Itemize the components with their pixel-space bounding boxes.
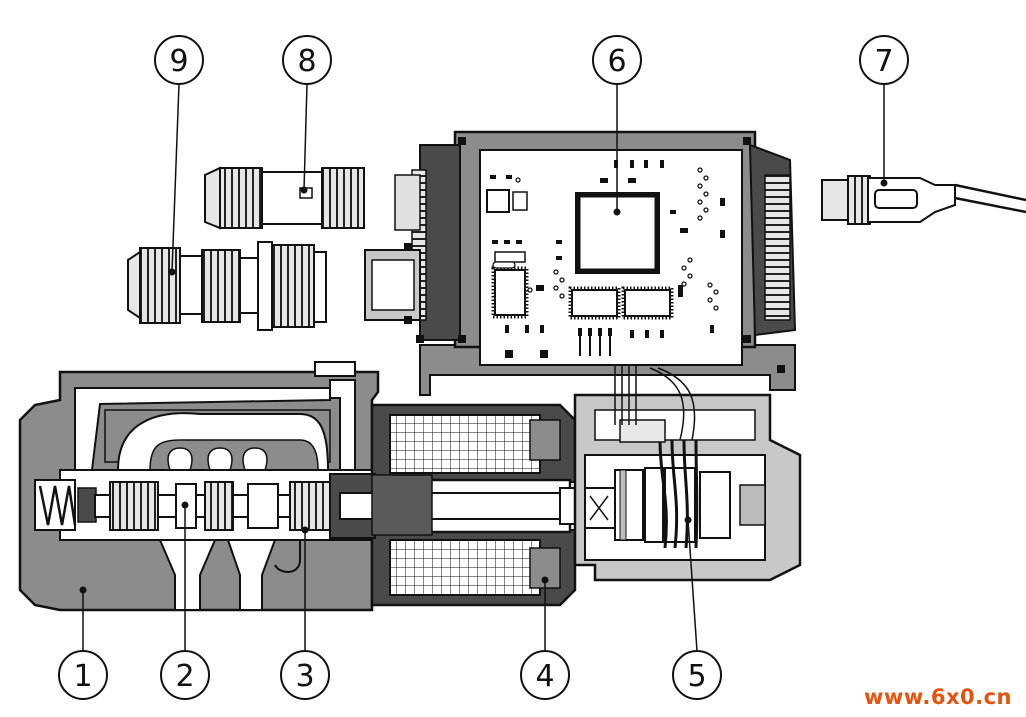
callout-8-label: 8 xyxy=(297,44,316,79)
callout-6: 6 xyxy=(592,35,642,85)
callout-1: 1 xyxy=(58,650,108,700)
callout-8: 8 xyxy=(282,35,332,85)
watermark: www.6x0.cn xyxy=(864,685,1012,709)
callout-3: 3 xyxy=(280,650,330,700)
callout-5: 5 xyxy=(672,650,722,700)
electronics-housing xyxy=(364,130,797,441)
callout-2-label: 2 xyxy=(175,659,194,694)
callout-1-label: 1 xyxy=(73,659,92,694)
callout-5-label: 5 xyxy=(687,659,706,694)
return-spring xyxy=(34,479,97,531)
callout-2: 2 xyxy=(160,650,210,700)
callout-lines xyxy=(82,83,885,652)
sensor-plug xyxy=(821,175,1026,225)
callout-3-label: 3 xyxy=(295,659,314,694)
cable-socket xyxy=(204,166,365,230)
solenoid-housing xyxy=(329,403,591,607)
callout-6-label: 6 xyxy=(607,44,626,79)
callout-9: 9 xyxy=(154,35,204,85)
callout-dots xyxy=(79,179,888,594)
callout-7-label: 7 xyxy=(874,44,893,79)
callout-9-label: 9 xyxy=(169,44,188,79)
cable-connector xyxy=(127,241,327,331)
callout-4-label: 4 xyxy=(535,659,554,694)
control-spool xyxy=(94,481,336,531)
position-transducer xyxy=(573,393,802,582)
callout-7: 7 xyxy=(859,35,909,85)
callout-4: 4 xyxy=(520,650,570,700)
